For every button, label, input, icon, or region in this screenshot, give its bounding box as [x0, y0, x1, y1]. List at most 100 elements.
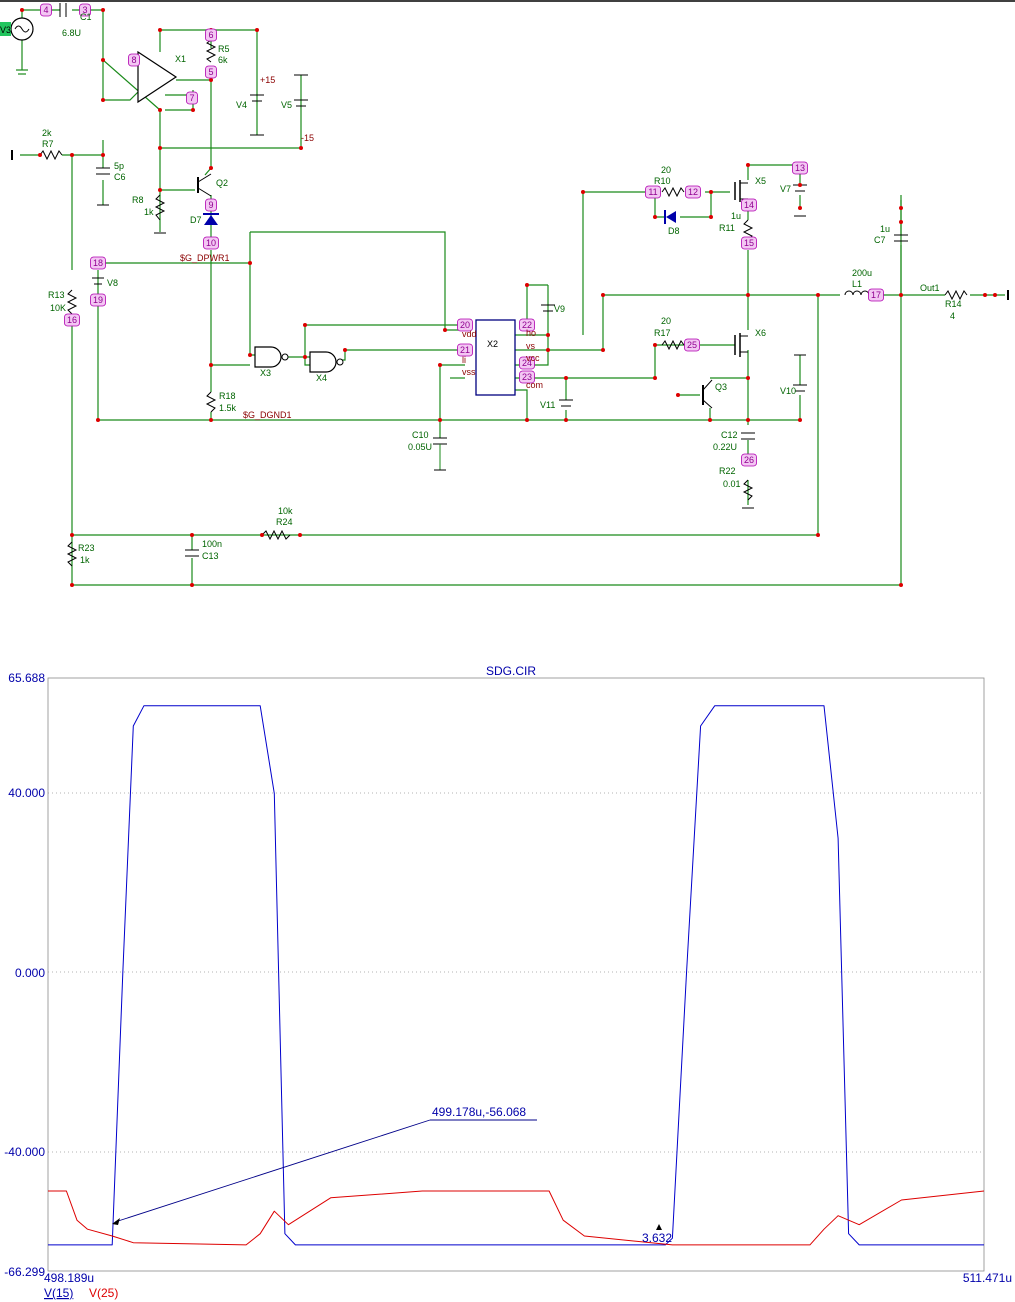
component-label-x2: X2	[487, 339, 498, 349]
node-tag-label: 19	[93, 295, 103, 305]
annotation-label: 499.178u,-56.068	[432, 1105, 526, 1119]
schematic-junctions	[20, 8, 997, 587]
y-tick-label: 0.000	[15, 966, 45, 980]
component-label-v3: V3	[0, 25, 11, 35]
legend-v15: V(15)	[44, 1286, 73, 1300]
component-label-r22: R22	[719, 466, 736, 476]
component-label-v9: V9	[554, 304, 565, 314]
component-label-r13: R13	[48, 290, 65, 300]
series-line-v15	[48, 705, 984, 1246]
component-label-r8: R8	[132, 195, 144, 205]
component-label-p15: +15	[260, 75, 275, 85]
component-label-r13-val: 10K	[50, 303, 66, 313]
component-label-l1-val: 200u	[852, 268, 872, 278]
node-tag-label: 9	[208, 200, 213, 210]
component-label-r18-val: 1.5k	[219, 403, 237, 413]
node-tag-label: 12	[688, 187, 698, 197]
component-label-r18: R18	[219, 391, 236, 401]
node-tag: 16	[64, 313, 80, 327]
component-label-x4: X4	[316, 373, 327, 383]
component-label-d7: D7	[190, 215, 202, 225]
node-tag-label: 6	[208, 30, 213, 40]
node-tag-label: 14	[744, 200, 754, 210]
component-label-r17: R17	[654, 328, 671, 338]
component-label-q2: Q2	[216, 178, 228, 188]
plot-title: SDG.CIR	[486, 664, 536, 678]
node-tag: 21	[457, 343, 473, 357]
node-tag-label: 26	[744, 455, 754, 465]
plot-frame	[47, 677, 985, 1272]
component-label-r10: R10	[654, 176, 671, 186]
component-label-q3: Q3	[715, 382, 727, 392]
node-tag: 25	[684, 338, 700, 352]
component-label-v10: V10	[780, 386, 796, 396]
component-label-l1: L1	[852, 279, 862, 289]
node-tag: 8	[128, 53, 140, 67]
component-label-sgdpwr: $G_DPWR1	[180, 253, 230, 263]
schematic-wires	[16, 9, 1005, 586]
node-tag: 11	[645, 185, 661, 199]
series-line-v25	[48, 1190, 985, 1246]
component-label-r24-val: 10k	[278, 506, 293, 516]
component-label-c7-val: 1u	[880, 224, 890, 234]
component-label-x6: X6	[755, 328, 766, 338]
component-label-r14-val: 4	[950, 311, 955, 321]
node-tag: 26	[741, 453, 757, 467]
component-label-pin-li: li	[462, 355, 466, 365]
component-label-c6-val: 5p	[114, 161, 124, 171]
node-tag: 22	[519, 318, 535, 332]
node-tag: 7	[186, 91, 198, 105]
node-tag-label: 18	[93, 258, 103, 268]
component-label-m15: -15	[301, 133, 314, 143]
y-tick-label: -40.000	[4, 1145, 45, 1159]
component-label-r5: R5	[218, 44, 230, 54]
node-tag: 18	[90, 256, 106, 270]
node-tag-label: 5	[208, 67, 213, 77]
y-tick-label: 40.000	[8, 786, 45, 800]
x-start-label: 498.189u	[44, 1271, 94, 1285]
component-label-v7: V7	[780, 184, 791, 194]
node-tag-label: 3	[82, 5, 87, 15]
node-tag-label: 4	[43, 5, 48, 15]
component-label-v11: V11	[540, 400, 555, 410]
node-tag: 20	[457, 318, 473, 332]
node-tag-label: 13	[795, 163, 805, 173]
node-tag: 12	[685, 185, 701, 199]
node-tag-label: 20	[460, 320, 470, 330]
node-tag: 5	[205, 65, 217, 79]
node-tag: 15	[741, 236, 757, 250]
component-label-x1: X1	[175, 54, 186, 64]
component-label-out1: Out1	[920, 283, 940, 293]
component-label-x3: X3	[260, 368, 271, 378]
component-label-sgdgnd: $G_DGND1	[243, 410, 292, 420]
node-tag-label: 7	[189, 93, 194, 103]
node-tag: 14	[741, 198, 757, 212]
component-label-r23: R23	[78, 543, 95, 553]
component-label-c7: C7	[874, 235, 886, 245]
node-tag-label: 22	[522, 320, 532, 330]
y-tick-label: 65.688	[8, 671, 45, 685]
component-label-v5: V5	[281, 100, 292, 110]
node-tag: 17	[868, 288, 884, 302]
component-label-r5-val: 6k	[218, 55, 228, 65]
component-label-v4: V4	[236, 100, 247, 110]
component-label-c1-val: 6.8U	[62, 28, 81, 38]
component-label-r17-val: 20	[661, 316, 671, 326]
node-tag-label: 15	[744, 238, 754, 248]
node-tag: 13	[792, 161, 808, 175]
component-label-pin-com: com	[526, 380, 543, 390]
component-label-d8: D8	[668, 226, 680, 236]
series-layer	[48, 705, 985, 1246]
component-label-pin-vs: vs	[526, 341, 536, 351]
node-tag-label: 8	[131, 55, 136, 65]
node-tag: 6	[205, 28, 217, 42]
component-label-r22-val: 0.01	[723, 479, 741, 489]
schematic-symbols	[0, 3, 1009, 567]
component-label-c12: C12	[721, 430, 738, 440]
component-label-c10: C10	[412, 430, 429, 440]
component-label-r24: R24	[276, 517, 293, 527]
component-label-r7-val: 2k	[42, 128, 52, 138]
component-label-c13: C13	[202, 551, 219, 561]
component-label-r7: R7	[42, 139, 54, 149]
